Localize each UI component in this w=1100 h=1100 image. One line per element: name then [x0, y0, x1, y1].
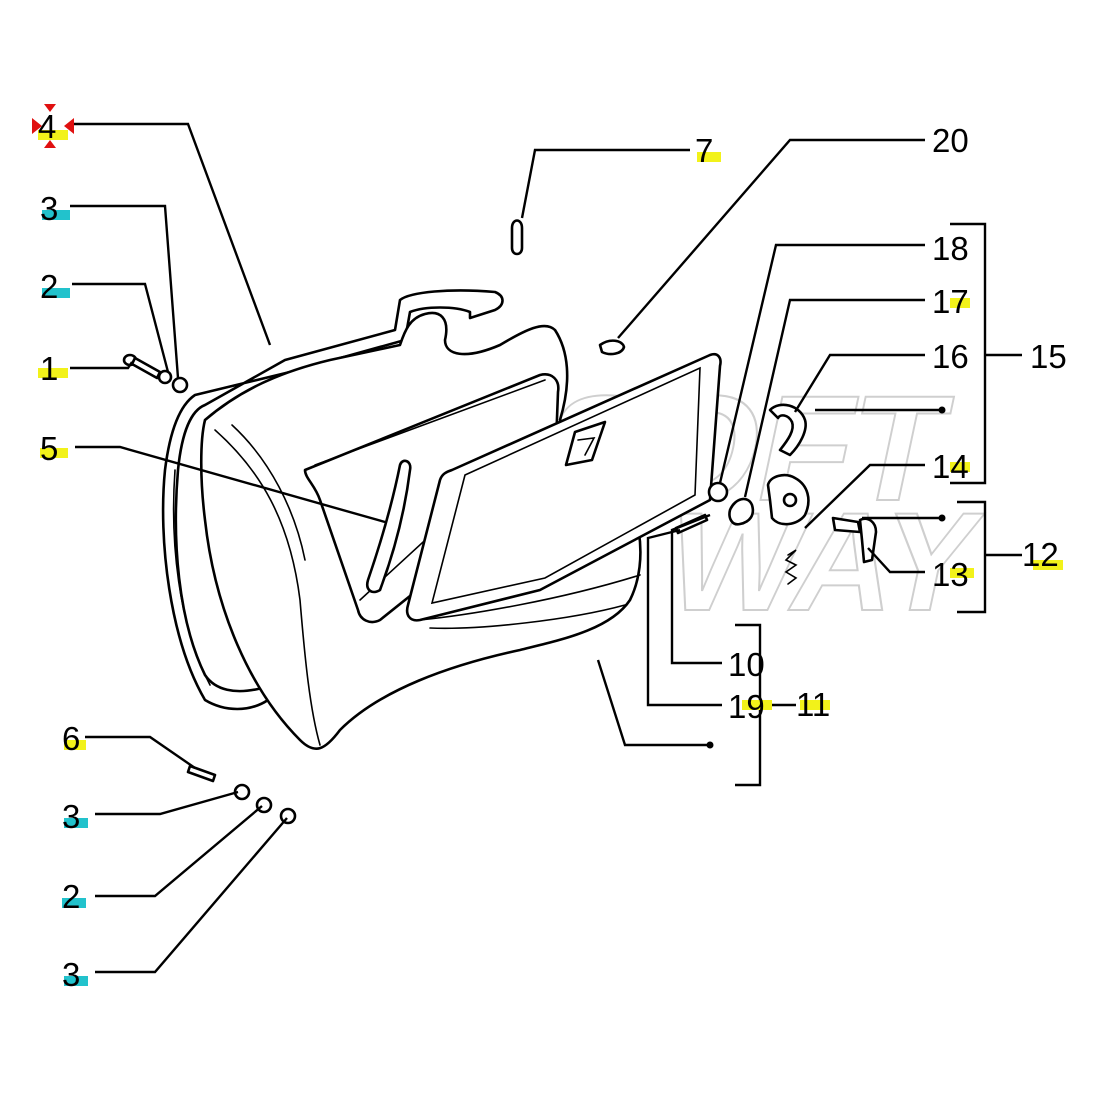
callout-2-bottom: 2 [62, 878, 80, 915]
callout-5: 5 [40, 430, 58, 467]
part-6-screw [186, 764, 217, 783]
callout-10: 10 [728, 646, 765, 683]
callout-1: 1 [40, 350, 58, 387]
callout-highlights [38, 130, 1063, 986]
part-7-clip [510, 219, 524, 256]
leader-lines [70, 122, 1022, 974]
part-2-washer-top [157, 369, 173, 385]
part-16-spring-clip [768, 403, 807, 457]
callout-11: 11 [796, 686, 830, 723]
spring [784, 549, 798, 585]
part-18-bushing [707, 481, 729, 503]
part-3-nut-top [171, 376, 189, 394]
bracket-12 [957, 500, 987, 614]
callout-15: 15 [1030, 338, 1067, 375]
callout-3-bottom: 3 [62, 956, 80, 993]
callout-16: 16 [932, 338, 969, 375]
part-20-pad [598, 339, 626, 356]
callout-18: 18 [932, 230, 969, 267]
callout-20: 20 [932, 122, 969, 159]
red-marker-icon [32, 104, 74, 148]
callout-14: 14 [932, 448, 969, 485]
callout-12: 12 [1022, 536, 1059, 573]
callout-3-top: 3 [40, 190, 58, 227]
door-lock-window [564, 420, 607, 467]
part-14-latch-piece [728, 497, 755, 526]
inner-panel [366, 459, 412, 594]
callout-7: 7 [695, 132, 713, 169]
callout-19: 19 [728, 688, 765, 725]
box-opening [303, 373, 560, 624]
callout-17: 17 [932, 283, 969, 320]
callout-13: 13 [932, 556, 969, 593]
callout-6: 6 [62, 720, 80, 757]
callout-2-top: 2 [40, 268, 58, 305]
callout-3-mid: 3 [62, 798, 80, 835]
callout-labels: 4 3 2 1 5 6 3 2 3 7 20 18 17 16 15 14 13… [38, 108, 1067, 993]
glove-box-body [161, 289, 642, 750]
bracket-15 [950, 222, 987, 485]
door-panel [405, 352, 722, 622]
glove-box-door [405, 352, 722, 630]
callout-4: 4 [38, 108, 56, 145]
